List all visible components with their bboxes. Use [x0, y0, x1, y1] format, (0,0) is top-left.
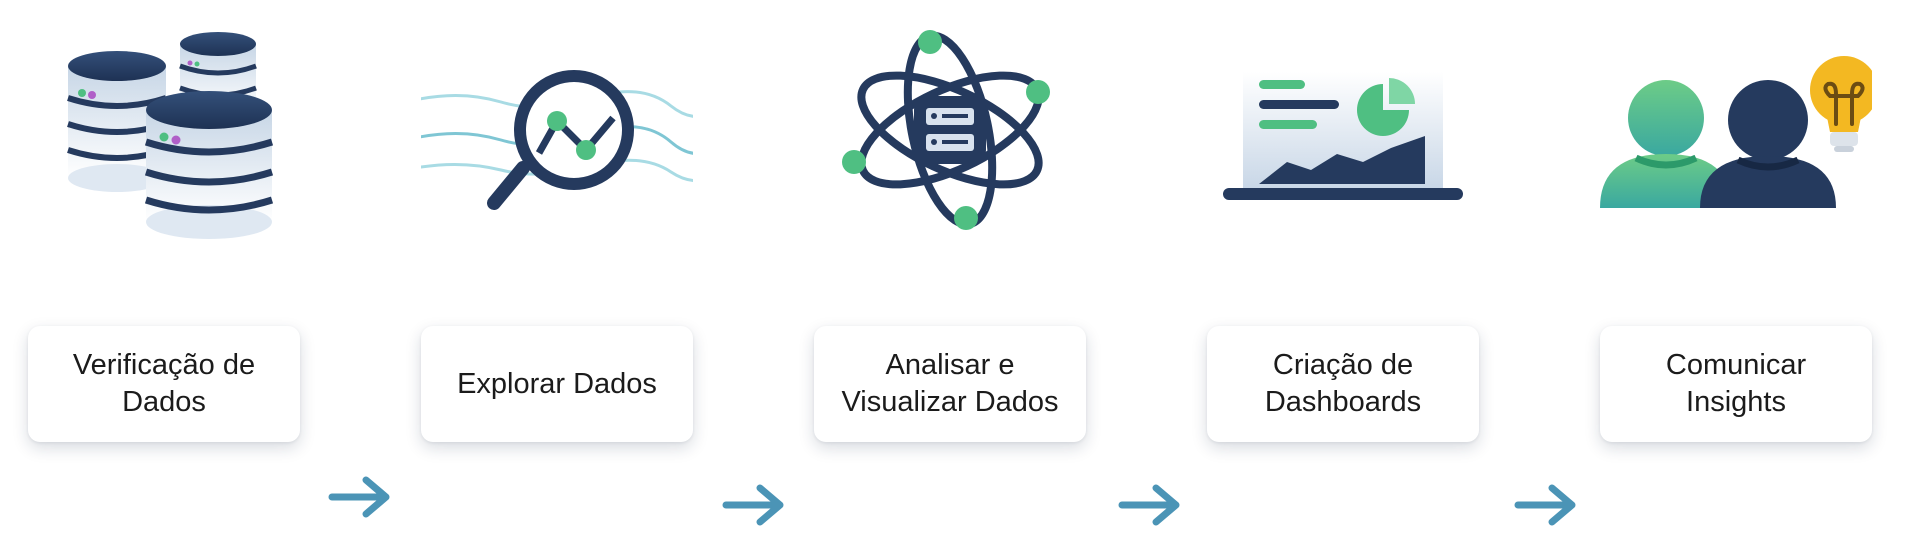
step-data-verification: Verificação de Dados	[28, 0, 300, 560]
step-card: Analisar e Visualizar Dados	[814, 326, 1086, 442]
atom-server-icon	[814, 20, 1086, 240]
step-label: Comunicar Insights	[1665, 349, 1807, 418]
arrow-right-icon	[720, 480, 790, 530]
step-card: Criação de Dashboards	[1207, 326, 1479, 442]
step-explore-data: Explorar Dados	[421, 0, 693, 560]
step-label: Verificação de Dados	[72, 349, 256, 418]
people-lightbulb-icon	[1600, 20, 1872, 240]
step-communicate-insights: Comunicar Insights	[1600, 0, 1872, 560]
step-label: Analisar e Visualizar Dados	[841, 349, 1059, 418]
step-label: Criação de Dashboards	[1264, 349, 1422, 418]
database-stack-icon	[28, 20, 300, 240]
step-card: Verificação de Dados	[28, 326, 300, 442]
arrow-right-icon	[1512, 480, 1582, 530]
step-card: Comunicar Insights	[1600, 326, 1872, 442]
step-analyze-visualize: Analisar e Visualizar Dados	[814, 0, 1086, 560]
arrow-right-icon	[1116, 480, 1186, 530]
step-dashboard-creation: Criação de Dashboards	[1207, 0, 1479, 560]
step-card: Explorar Dados	[421, 326, 693, 442]
step-label: Explorar Dados	[457, 367, 657, 400]
arrow-right-icon	[326, 472, 396, 522]
dashboard-monitor-icon	[1207, 20, 1479, 240]
magnifier-chart-icon	[421, 20, 693, 240]
